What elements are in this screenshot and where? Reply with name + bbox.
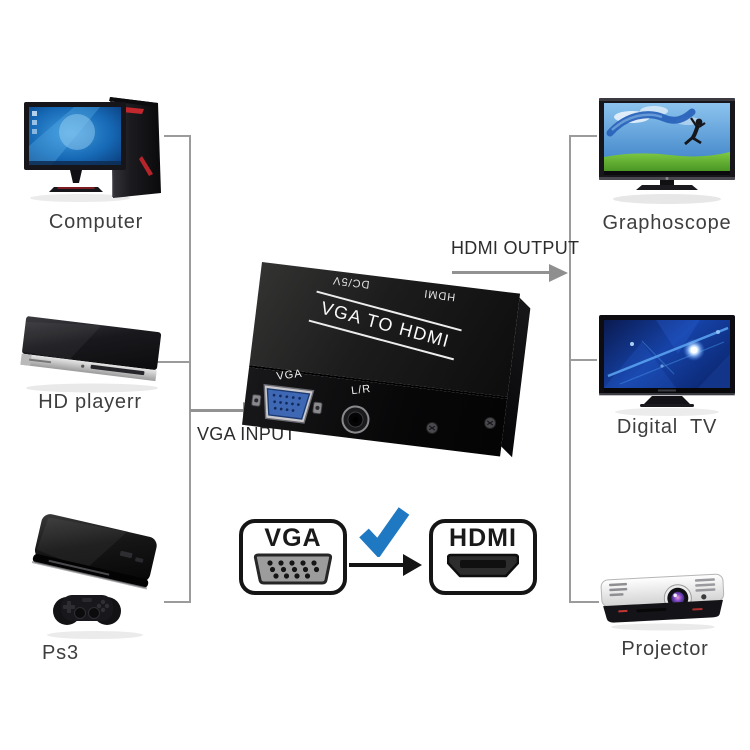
gamepad-icon	[53, 595, 121, 625]
ps3-label: Ps3	[42, 642, 79, 664]
branch-ps3	[164, 601, 190, 603]
ps3-device	[25, 501, 165, 641]
projector-icon	[600, 573, 725, 631]
left-bus-line	[189, 135, 191, 603]
hdmi-output-arrow	[452, 271, 550, 274]
hdmi-output-arrow-head	[549, 263, 568, 282]
ps3-console-icon	[31, 514, 157, 639]
hd-player-icon	[20, 316, 162, 393]
hd-player-label: HD playerr	[38, 391, 142, 413]
graphoscope-tv-icon	[599, 98, 735, 204]
computer-device	[22, 94, 170, 204]
converter-front-face: VGA L/R	[242, 367, 508, 457]
digital-tv-label: Digital TV	[616, 416, 718, 438]
right-bus-line	[569, 135, 571, 603]
vga-input-arrow	[190, 409, 244, 412]
converter-box: DC/5V HDMI VGA TO HDMI VGA L/R	[242, 262, 531, 458]
graphoscope-device	[598, 97, 736, 209]
hd-player-device	[14, 316, 166, 398]
projector-device	[596, 572, 730, 632]
branch-digital-tv	[571, 359, 597, 361]
hdmi-port-label: HDMI	[422, 286, 457, 303]
hdmi-connector-icon	[446, 553, 520, 578]
branch-graphoscope	[571, 135, 597, 137]
hdmi-output-label: HDMI OUTPUT	[451, 238, 580, 258]
conversion-arrow-head	[403, 554, 422, 576]
branch-projector	[571, 601, 599, 603]
screw-icon	[484, 416, 497, 429]
screw-icon	[426, 421, 439, 434]
projector-label: Projector	[621, 638, 709, 660]
audio-jack	[341, 405, 370, 434]
hdmi-comparison-label: HDMI	[449, 524, 517, 552]
hdmi-comparison-box: HDMI	[429, 519, 537, 595]
vga-port	[251, 383, 323, 424]
desktop-computer-icon	[24, 97, 161, 202]
vga-comparison-label: VGA	[264, 524, 322, 552]
digital-tv-icon	[599, 315, 735, 416]
digital-tv-device	[598, 314, 736, 416]
vga-input-label: VGA INPUT	[197, 424, 296, 444]
branch-hd-player	[156, 361, 190, 363]
computer-label: Computer	[48, 211, 144, 233]
dc5v-label: DC/5V	[331, 273, 371, 291]
graphoscope-label: Graphoscope	[602, 212, 732, 234]
converter-title: VGA TO HDMI	[308, 290, 463, 361]
conversion-arrow	[349, 563, 405, 567]
audio-port-label: L/R	[350, 382, 372, 398]
branch-computer	[164, 135, 190, 137]
check-icon	[359, 507, 410, 557]
jumping-person-icon	[684, 117, 706, 146]
vga-connector-icon	[253, 553, 333, 585]
vga-comparison-box: VGA	[239, 519, 347, 595]
